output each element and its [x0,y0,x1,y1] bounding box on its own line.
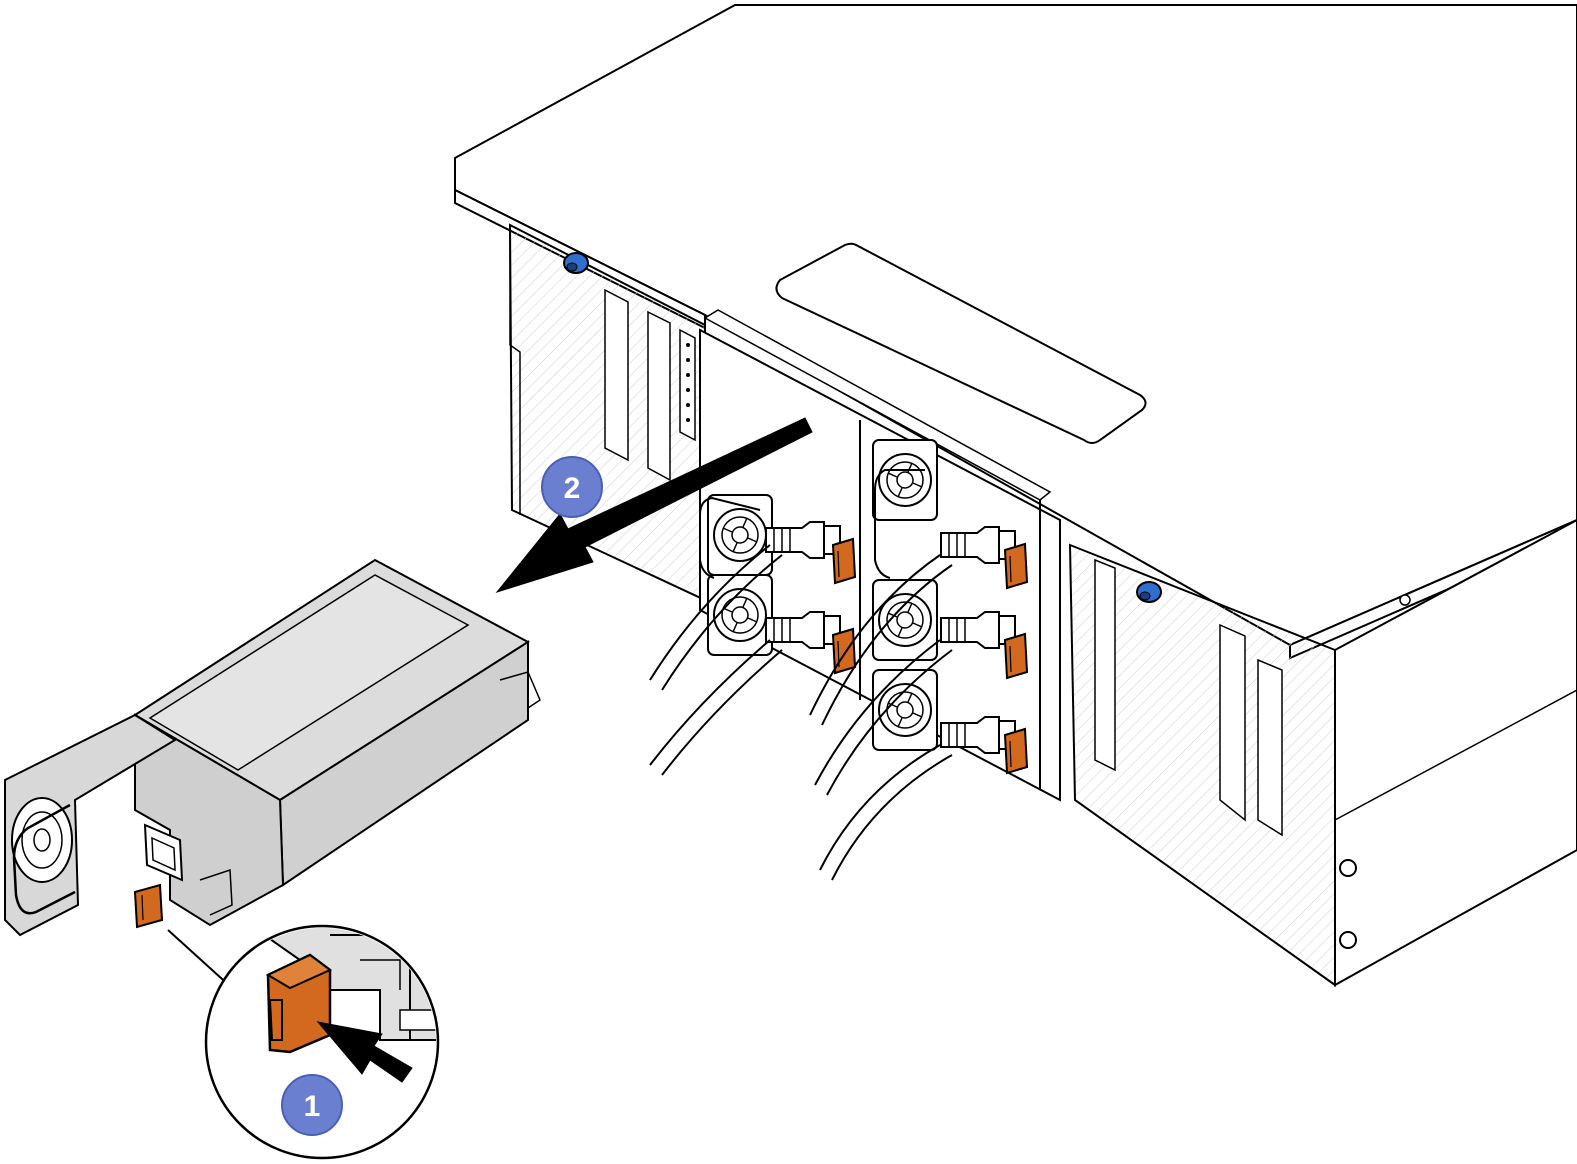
chassis-right-side [1334,518,1577,987]
power-cables [649,544,953,881]
step-2-callout: 2 [541,456,603,518]
step-1-push-arrow [316,1021,413,1083]
step-1-number: 1 [304,1090,321,1123]
thumbscrew-icon[interactable] [1136,581,1162,603]
step-2-number: 2 [564,472,581,505]
step-1-callout: 1 [281,1074,343,1136]
release-tab-icon[interactable] [133,883,164,929]
psu-handle[interactable] [12,803,76,915]
step-2-direction-arrow [495,417,813,593]
release-tab-icon[interactable] [265,953,332,1054]
top-cover-label [775,242,1147,444]
removed-power-supply [4,558,541,937]
release-tab-magnifier [167,924,440,1160]
fan-icon [11,797,73,883]
server-chassis [454,4,1577,987]
thumbscrew-icon[interactable] [563,252,589,274]
